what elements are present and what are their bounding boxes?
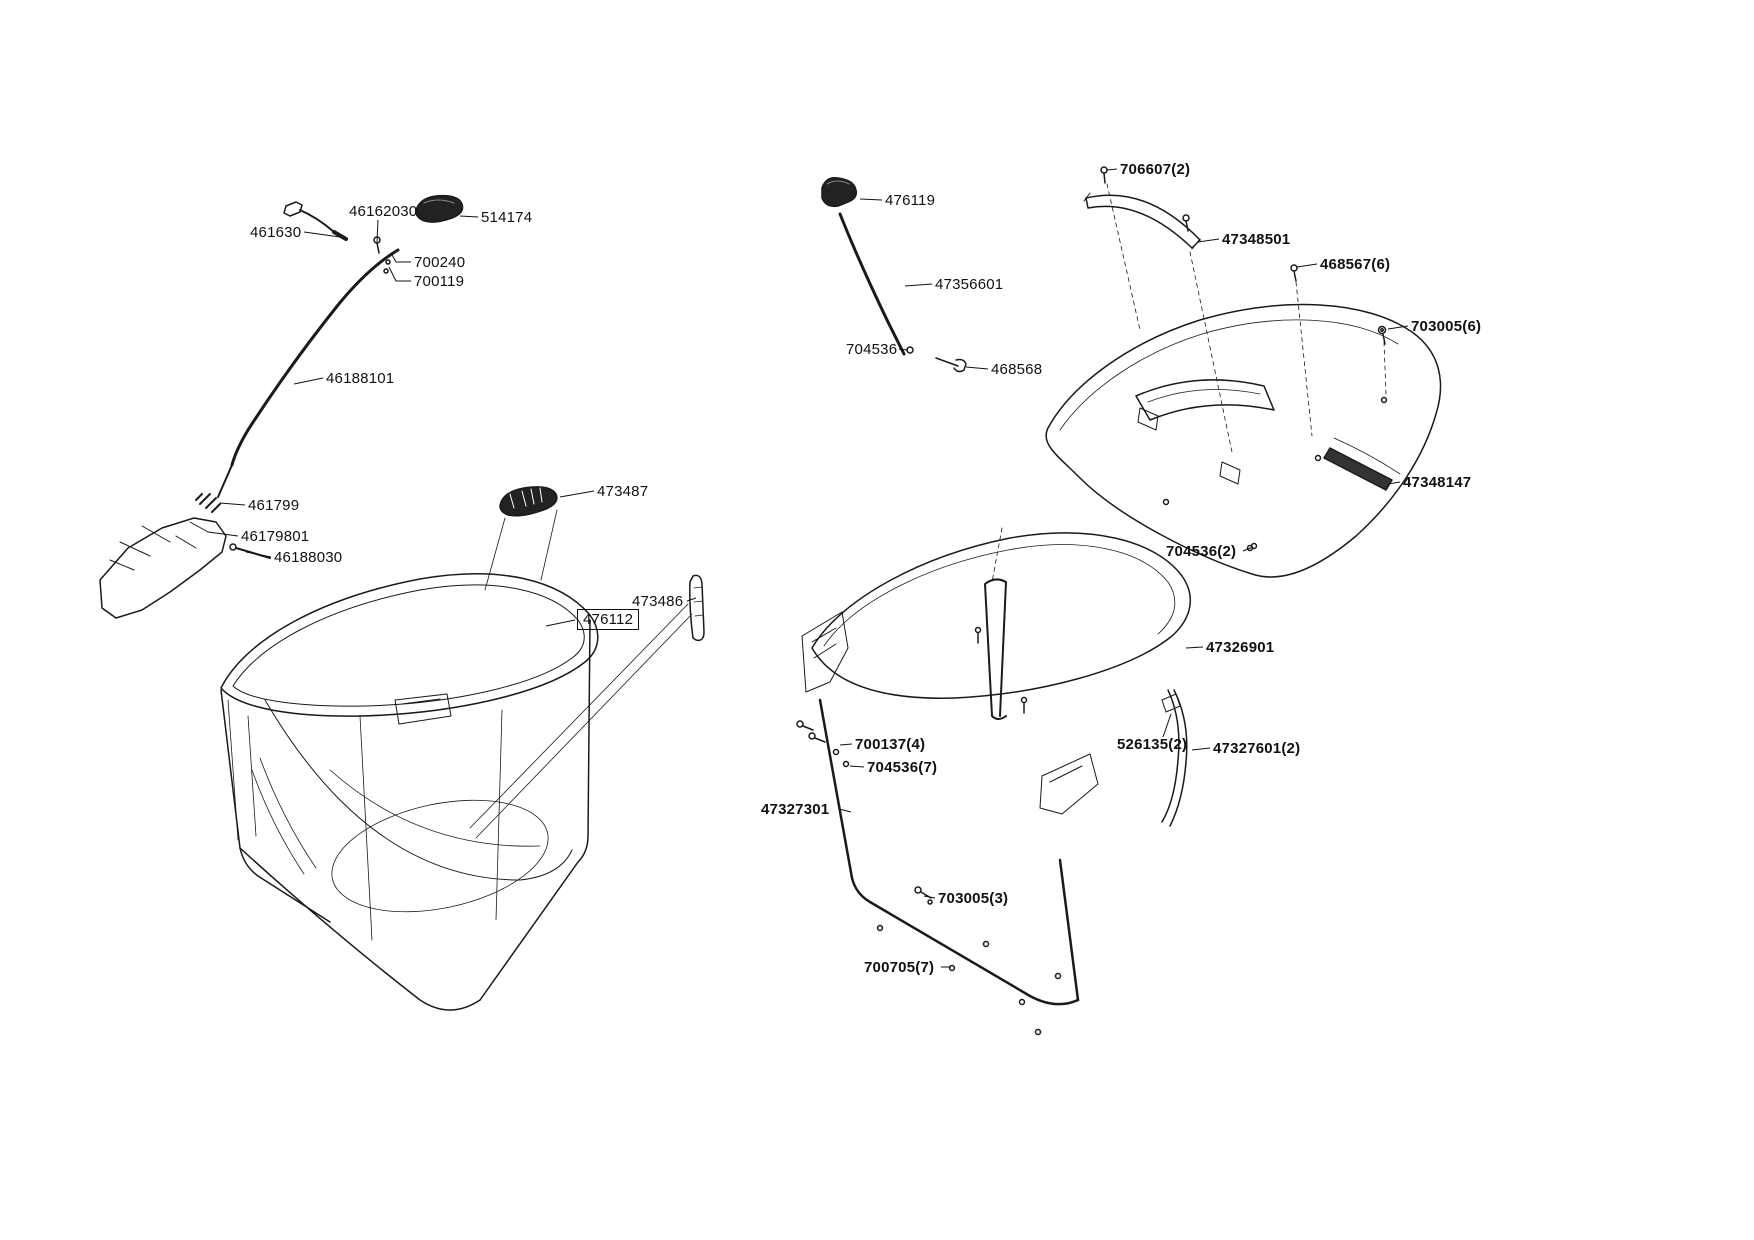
part-label-468568: 468568: [991, 361, 1043, 378]
side-strip-drawing: [469, 574, 705, 839]
part-label-7045367: 704536(7): [867, 759, 938, 776]
part-label-700119: 700119: [414, 273, 465, 290]
leader-line-47326901: [1185, 646, 1204, 649]
part-label-514174: 514174: [481, 209, 533, 226]
leader-line-5261352: [1162, 713, 1172, 738]
leader-line-47327301: [838, 808, 852, 813]
leader-line-473486: [686, 597, 697, 602]
basket-drawing: [220, 573, 599, 1011]
leader-line-476119: [859, 198, 883, 201]
part-label-473486: 473486: [632, 593, 684, 610]
lever-drawing: [821, 176, 967, 373]
leader-line-7001374: [839, 743, 853, 746]
part-label-47348501: 47348501: [1222, 231, 1291, 248]
leader-line-514174: [459, 215, 479, 218]
leader-line-46188101: [293, 377, 324, 385]
part-label-46162030: 46162030: [349, 203, 418, 220]
part-label-47327301: 47327301: [761, 801, 830, 818]
leader-line-700119: [388, 266, 411, 282]
leader-line-47348501: [1197, 238, 1220, 243]
part-label-46188030: 46188030: [274, 549, 343, 566]
leader-line-7066072: [1106, 168, 1118, 171]
part-label-7066072: 706607(2): [1120, 161, 1191, 178]
handle-drawing: [484, 486, 558, 591]
leader-line-468568: [965, 366, 989, 370]
part-label-47348147: 47348147: [1403, 474, 1472, 491]
part-label-4685676: 468567(6): [1320, 256, 1391, 273]
leader-line-46188030: [245, 551, 272, 558]
part-label-7045362: 704536(2): [1166, 543, 1237, 560]
part-label-473276012: 47327601(2): [1213, 740, 1301, 757]
part-label-700240: 700240: [414, 254, 466, 271]
cable-assembly-drawing: [217, 194, 464, 498]
part-label-47356601: 47356601: [935, 276, 1004, 293]
leader-line-47356601: [904, 283, 933, 287]
leader-line-700240: [390, 252, 411, 263]
part-label-7007057: 700705(7): [864, 959, 935, 976]
part-label-461799: 461799: [248, 497, 300, 514]
part-label-476112: 476112: [577, 609, 640, 630]
leader-line-47348147: [1387, 481, 1401, 485]
leader-line-476112: [545, 619, 576, 627]
part-label-7001374: 700137(4): [855, 736, 926, 753]
part-label-5261352: 526135(2): [1117, 736, 1188, 753]
leader-line-461799: [219, 502, 246, 506]
leader-line-7045362: [1242, 546, 1254, 552]
leader-line-7030053: [923, 895, 936, 899]
frame-drawing: [796, 527, 1191, 1036]
part-label-46179801: 46179801: [241, 528, 310, 545]
leader-line-473487: [559, 490, 595, 498]
trim-strip-drawing: [1083, 166, 1233, 453]
leader-line-4685676: [1296, 263, 1318, 268]
cover-drawing: [1045, 264, 1442, 578]
leader-line-46179801: [207, 531, 239, 537]
part-label-476119: 476119: [885, 192, 936, 209]
part-label-7030053: 703005(3): [938, 890, 1009, 907]
leader-line-7045367: [849, 765, 865, 768]
leader-line-704536: [898, 348, 909, 351]
part-label-704536: 704536: [846, 341, 898, 358]
part-label-7030056: 703005(6): [1411, 318, 1482, 335]
part-label-47326901: 47326901: [1206, 639, 1275, 656]
leader-line-46162030: [376, 219, 379, 243]
leader-line-473276012: [1191, 747, 1211, 751]
leader-line-461630: [303, 231, 341, 238]
part-label-46188101: 46188101: [326, 370, 395, 387]
part-label-461630: 461630: [250, 224, 302, 241]
part-label-473487: 473487: [597, 483, 649, 500]
leader-line-7030056: [1387, 325, 1409, 330]
